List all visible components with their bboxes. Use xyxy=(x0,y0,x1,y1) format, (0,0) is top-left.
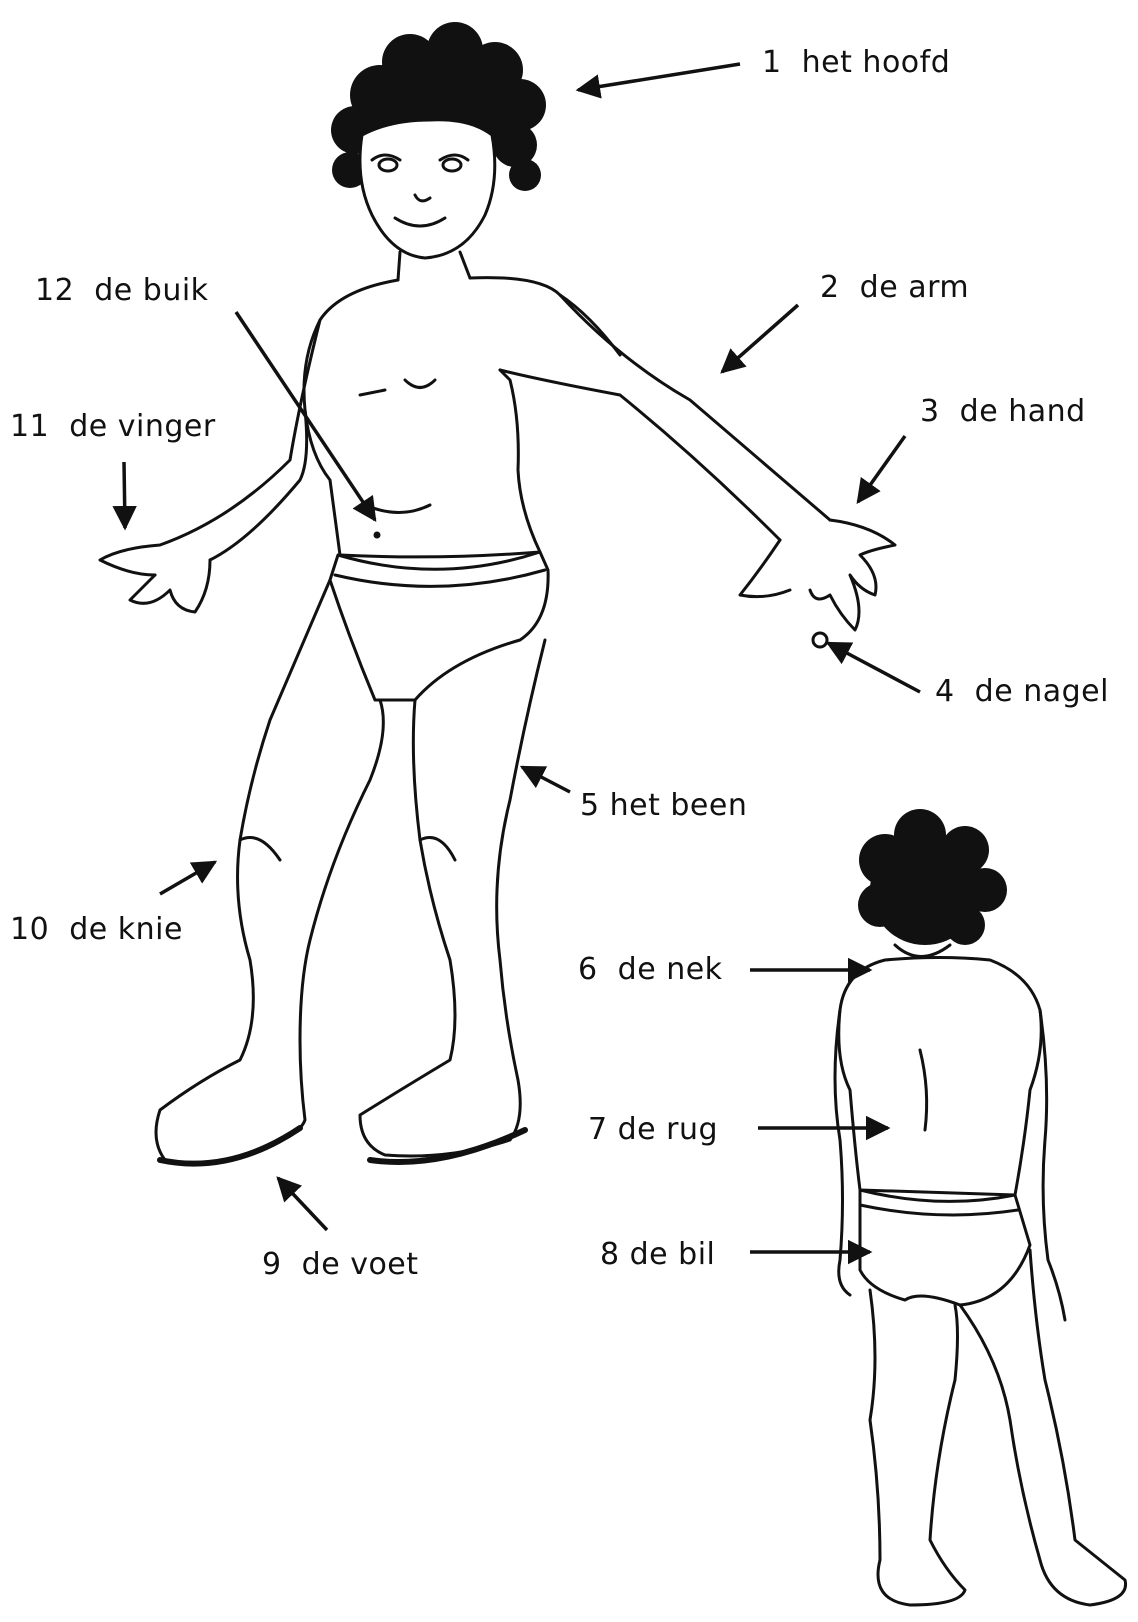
front-face-drawing xyxy=(360,120,495,258)
label-knie: 10 de knie xyxy=(10,915,183,945)
arrow-voet xyxy=(278,1178,327,1230)
label-bil: 8 de bil xyxy=(600,1240,715,1270)
front-right-leg-drawing xyxy=(360,640,545,1156)
back-hair-drawing xyxy=(858,809,1007,945)
arrow-hand xyxy=(858,436,905,502)
front-torso-drawing xyxy=(304,280,540,557)
arrow-hoofd xyxy=(578,64,740,90)
arrow-been xyxy=(522,767,570,792)
front-left-leg-drawing xyxy=(156,580,383,1163)
front-left-arm-drawing xyxy=(100,320,320,575)
arrow-nagel xyxy=(828,643,920,692)
label-buik: 12 de buik xyxy=(35,276,209,306)
front-right-arm-drawing xyxy=(560,295,830,520)
back-child-figure xyxy=(835,809,1126,1605)
arrow-vinger xyxy=(124,462,125,528)
front-child-figure xyxy=(100,22,895,1164)
label-rug: 7 de rug xyxy=(588,1115,718,1145)
arrow-arm xyxy=(722,305,798,372)
label-nek: 6 de nek xyxy=(578,955,723,985)
label-voet: 9 de voet xyxy=(262,1250,419,1280)
label-arm: 2 de arm xyxy=(820,273,969,303)
label-been: 5 het been xyxy=(580,791,747,821)
label-nagel: 4 de nagel xyxy=(935,677,1109,707)
arrow-knie xyxy=(160,862,215,894)
back-legs-drawing xyxy=(870,1290,965,1605)
label-vinger: 11 de vinger xyxy=(10,412,216,442)
front-underwear-drawing xyxy=(330,552,548,700)
pointer-arrows xyxy=(124,64,920,1252)
back-torso-drawing xyxy=(839,958,1042,1196)
label-hoofd: 1 het hoofd xyxy=(762,48,950,78)
label-hand: 3 de hand xyxy=(920,397,1086,427)
back-underwear-drawing xyxy=(860,1190,1030,1305)
